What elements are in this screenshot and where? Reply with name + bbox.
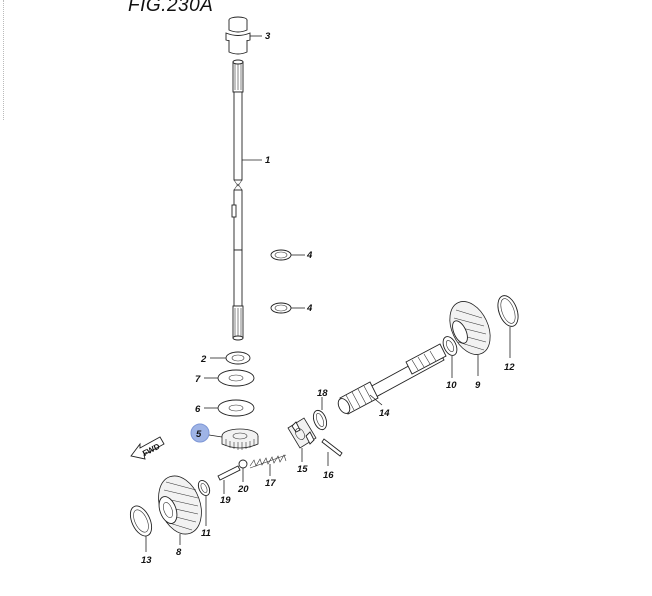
- part-16-pin[interactable]: [321, 438, 343, 457]
- part-4-circlip-lower[interactable]: [270, 302, 292, 314]
- callout-17[interactable]: 17: [265, 478, 276, 489]
- callout-4-upper[interactable]: 4: [306, 250, 313, 261]
- part-15-clutch-dog[interactable]: [287, 417, 317, 449]
- callout-11[interactable]: 11: [201, 528, 211, 539]
- part-9-bevel-gear[interactable]: [442, 295, 498, 361]
- part-3-bushing[interactable]: [225, 16, 251, 55]
- callout-2[interactable]: 2: [200, 354, 207, 365]
- callout-15[interactable]: 15: [297, 464, 308, 475]
- part-14-propeller-shaft[interactable]: [336, 343, 447, 415]
- callout-5-highlight[interactable]: [190, 423, 210, 443]
- part-4-circlip-upper[interactable]: [270, 249, 292, 261]
- part-11-ring[interactable]: [196, 479, 212, 498]
- part-20-ball[interactable]: [238, 459, 248, 469]
- callout-4-lower[interactable]: 4: [306, 303, 313, 314]
- callout-1[interactable]: 1: [265, 155, 270, 166]
- part-2-washer[interactable]: [225, 351, 251, 365]
- part-7-shim[interactable]: [217, 369, 255, 387]
- callout-3[interactable]: 3: [265, 31, 271, 42]
- callout-19[interactable]: 19: [220, 495, 231, 506]
- part-6-thrust-washer[interactable]: [217, 399, 255, 417]
- part-10-thrust-washer[interactable]: [440, 334, 459, 357]
- part-5-pinion-gear[interactable]: [221, 428, 259, 450]
- callout-7[interactable]: 7: [195, 374, 201, 385]
- callout-5[interactable]: 5: [196, 429, 202, 440]
- part-17-spring[interactable]: [249, 454, 287, 469]
- callout-20[interactable]: 20: [237, 484, 249, 495]
- part-8-reverse-gear[interactable]: [151, 470, 209, 540]
- callout-12[interactable]: 12: [504, 362, 515, 373]
- callout-10[interactable]: 10: [446, 380, 457, 391]
- part-19-push-rod[interactable]: [217, 465, 241, 481]
- callout-14[interactable]: 14: [379, 408, 390, 419]
- part-1-drive-shaft[interactable]: [231, 59, 244, 341]
- callout-16[interactable]: 16: [323, 470, 334, 481]
- figure-title: FIG.230A: [128, 0, 214, 16]
- callout-18[interactable]: 18: [317, 388, 328, 399]
- callout-9[interactable]: 9: [475, 380, 481, 391]
- fwd-arrow-icon: FWD: [130, 436, 165, 460]
- callout-8[interactable]: 8: [176, 547, 182, 558]
- callout-6[interactable]: 6: [195, 404, 201, 415]
- part-13-shim-ring[interactable]: [126, 503, 156, 540]
- part-12-shim-ring[interactable]: [494, 293, 522, 329]
- page-edge-marker: [0, 0, 4, 120]
- part-18-o-ring[interactable]: [311, 409, 329, 432]
- callout-13[interactable]: 13: [141, 555, 152, 566]
